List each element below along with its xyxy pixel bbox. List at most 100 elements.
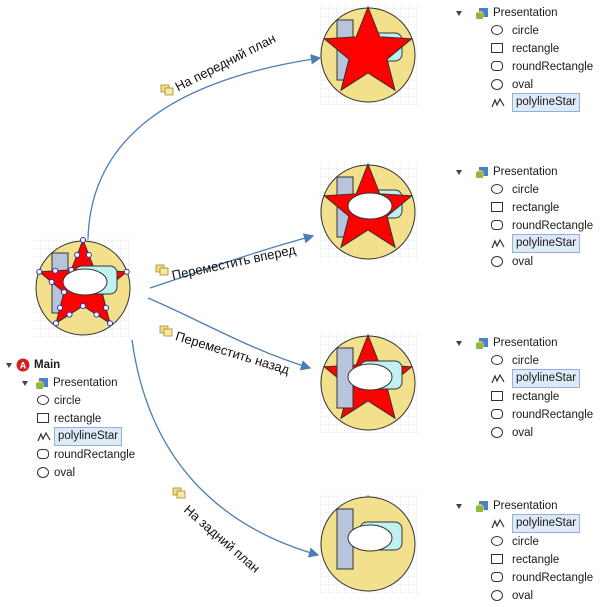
rectangle-shape-icon [491,391,505,403]
vertex-handle[interactable] [107,320,114,327]
tree-item-polylineStar[interactable]: polylineStar [456,514,604,533]
result-tree-1: Presentation circle rectangle roundRectangl… [456,4,604,112]
tree-item-label: roundRectangle [512,61,594,73]
presentation-icon [474,337,488,349]
tree-item-label: roundRectangle [54,449,136,461]
command-arrow-3 [147,297,312,371]
rectangle-shape-icon [491,554,505,566]
edge-handle[interactable] [48,278,55,285]
tree-item-roundRectangle[interactable]: roundRectangle [4,446,174,464]
tree-item-roundRectangle[interactable]: roundRectangle [456,217,604,235]
tree-root-main[interactable]: A Main [4,356,174,374]
expand-caret-icon[interactable] [456,11,462,16]
presentation-label: Presentation [493,500,558,512]
tree-item-polylineStar[interactable]: polylineStar [4,427,174,446]
tree-item-polylineStar[interactable]: polylineStar [456,234,604,253]
vertex-handle[interactable] [52,320,59,327]
layer-order-icon [159,324,173,337]
result-figure-1[interactable] [318,5,418,105]
polyline-star-shape[interactable] [322,5,414,92]
oval-shape-icon [37,467,51,479]
tree-item-label: circle [512,184,539,196]
tree-item-label: oval [512,256,534,268]
command-arrow-4 [131,339,320,558]
tree-item-oval[interactable]: oval [456,424,604,442]
tree-item-label: rectangle [512,554,560,566]
tree-item-roundRectangle[interactable]: roundRectangle [456,569,604,587]
expand-caret-icon[interactable] [22,381,28,386]
tree-item-roundRectangle[interactable]: roundRectangle [456,406,604,424]
command-arrow-1 [87,54,322,241]
edge-handle[interactable] [103,304,110,311]
result-figure-3[interactable] [318,333,418,433]
oval-shape-icon [491,256,505,268]
tree-item-oval[interactable]: oval [456,76,604,94]
tree-item-label: rectangle [54,413,102,425]
tree-presentation[interactable]: Presentation [456,163,604,181]
tree-item-oval[interactable]: oval [4,464,174,482]
edge-handle[interactable] [56,304,63,311]
expand-caret-icon[interactable] [456,504,462,509]
expand-caret-icon[interactable] [456,341,462,346]
tree-item-label: circle [54,395,81,407]
vertex-handle[interactable] [36,268,43,275]
expand-caret-icon[interactable] [456,170,462,175]
oval-shape[interactable] [347,524,393,552]
main-app-icon: A [16,358,30,372]
tree-item-circle[interactable]: circle [456,181,604,199]
tree-item-rectangle[interactable]: rectangle [4,410,174,428]
expand-caret-icon[interactable] [6,363,12,368]
tree-presentation[interactable]: Presentation [456,497,604,515]
tree-presentation[interactable]: Presentation [4,374,174,392]
presentation-icon [474,7,488,19]
edge-handle[interactable] [52,267,59,274]
tree-item-roundRectangle[interactable]: roundRectangle [456,58,604,76]
tree-item-rectangle[interactable]: rectangle [456,40,604,58]
oval-shape-icon [491,427,505,439]
circle-shape-icon [491,25,505,37]
presentation-label: Presentation [493,166,558,178]
tree-item-label: oval [512,79,534,91]
result-figure-2[interactable] [318,162,418,262]
vertex-handle[interactable] [123,268,130,275]
oval-shape-icon [491,79,505,91]
tree-item-oval[interactable]: oval [456,253,604,271]
tree-item-label: polylineStar [512,369,581,388]
roundrectangle-shape-icon [491,409,505,421]
tree-item-rectangle[interactable]: rectangle [456,388,604,406]
source-figure[interactable] [33,237,133,339]
tree-item-oval[interactable]: oval [456,587,604,605]
tree-presentation[interactable]: Presentation [456,4,604,22]
tree-item-circle[interactable]: circle [456,352,604,370]
tree-item-label: roundRectangle [512,220,594,232]
edge-handle[interactable] [85,251,92,258]
oval-shape[interactable] [347,192,393,220]
circle-shape-icon [491,355,505,367]
tree-item-label: rectangle [512,43,560,55]
edge-handle[interactable] [93,311,100,318]
tree-item-circle[interactable]: circle [456,22,604,40]
vertex-handle[interactable] [80,303,86,309]
vertex-handle[interactable] [80,237,86,243]
tree-item-circle[interactable]: circle [456,533,604,551]
tree-item-circle[interactable]: circle [4,392,174,410]
edge-handle[interactable] [66,311,73,318]
vertex-handle[interactable] [60,289,67,296]
oval-shape[interactable] [62,268,108,296]
edge-handle[interactable] [74,251,81,258]
polylinestar-shape-icon [491,373,505,385]
tree-item-rectangle[interactable]: rectangle [456,551,604,569]
result-figure-4[interactable] [318,494,418,594]
oval-shape-icon [491,590,505,602]
polylinestar-shape-icon [491,97,505,109]
tree-item-label: oval [512,590,534,602]
tree-item-polylineStar[interactable]: polylineStar [456,369,604,388]
presentation-icon [34,377,48,389]
tree-item-polylineStar[interactable]: polylineStar [456,93,604,112]
oval-shape[interactable] [347,363,393,391]
tree-presentation[interactable]: Presentation [456,334,604,352]
polylinestar-shape-icon [491,518,505,530]
tree-item-label: circle [512,25,539,37]
tree-item-rectangle[interactable]: rectangle [456,199,604,217]
